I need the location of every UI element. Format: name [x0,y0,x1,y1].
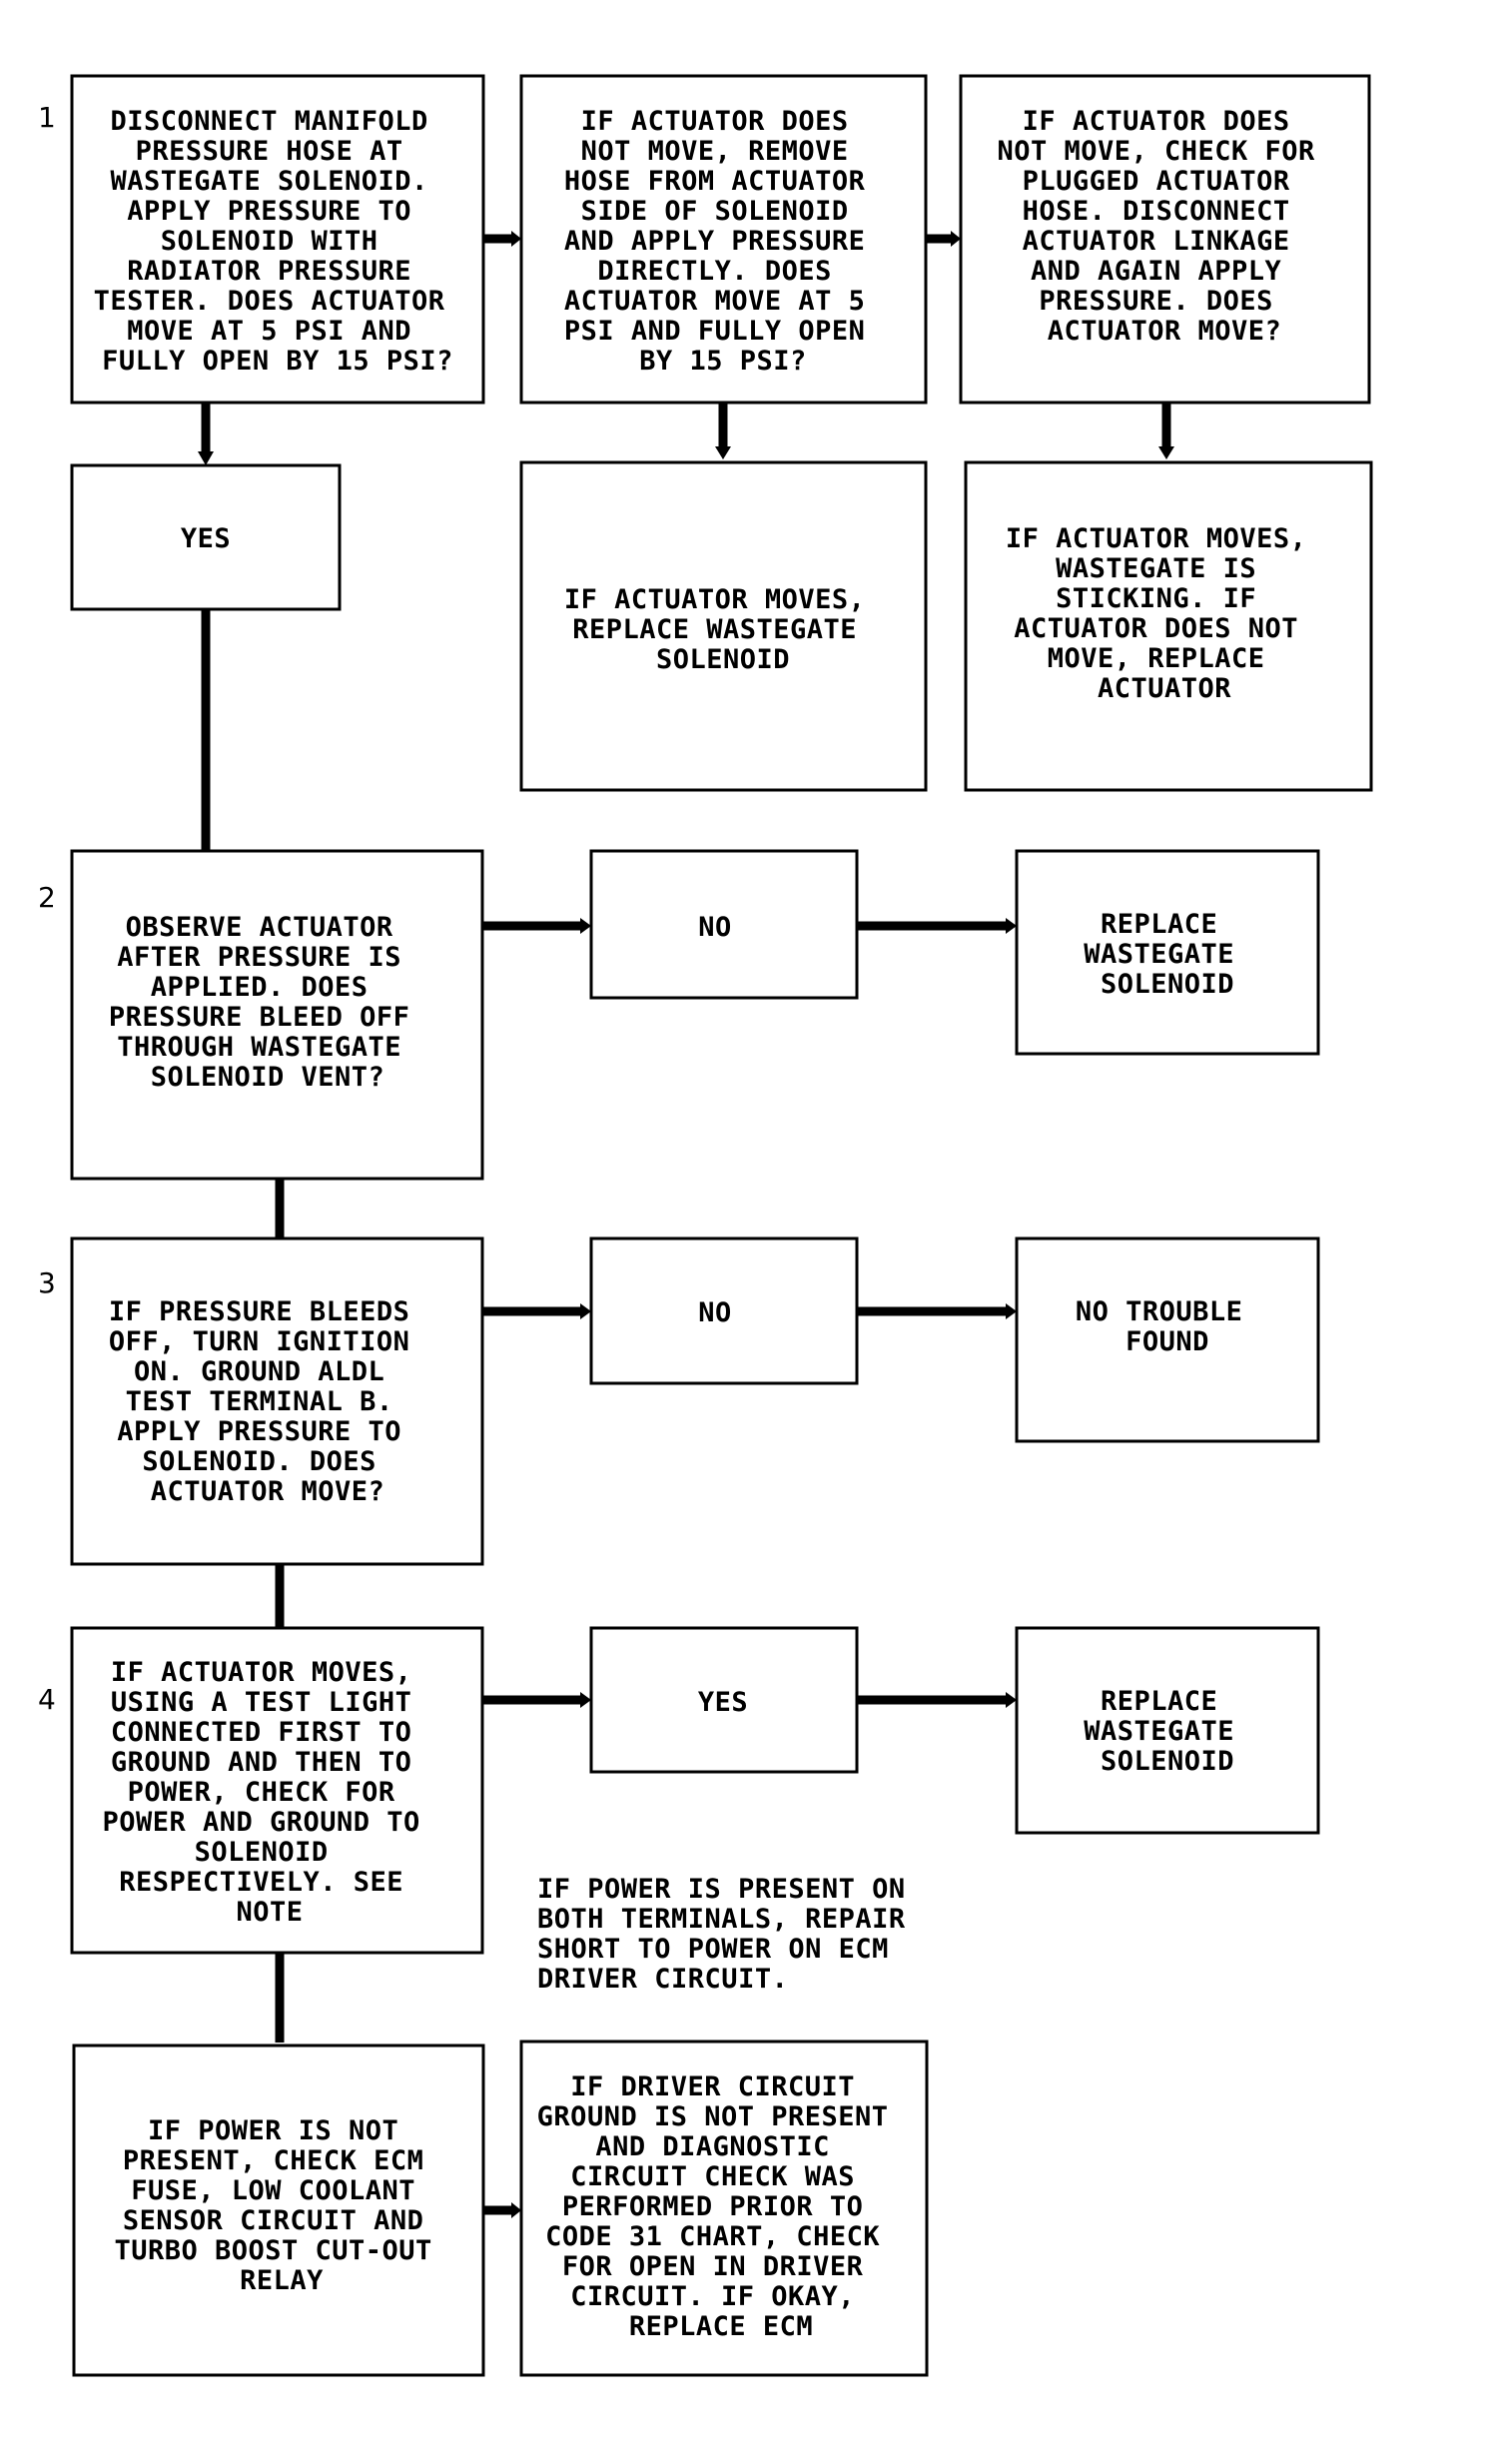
step4-yes-box: YES [589,1626,859,1774]
step5-right-box: IF DRIVER CIRCUIT GROUND IS NOT PRESENT … [519,2040,929,2377]
svg-text:OBSERVE ACTUATOR AFTER P: OBSERVE ACTUATOR AFTER PRESSURE IS APPLI… [109,912,426,1093]
svg-text:IF PRESSURE BLEEDS OFF,: IF PRESSURE BLEEDS OFF, TURN IGNITION ON… [109,1296,426,1507]
step4-note: IF POWER IS PRESENT ON BOTH TERMINALS, R… [537,1874,922,1995]
step1-yes-box: YES [70,463,342,611]
svg-text:NO TROUBLE FOUND: NO TROUBLE FOUND [1076,1296,1259,1357]
step1-main-box: DISCONNECT MANIFOLD PRESSURE HOSE AT WAS… [70,74,485,405]
svg-text:YES: YES [181,523,231,554]
svg-text:IF ACTUATOR MOVES, WASTE: IF ACTUATOR MOVES, WASTEGATE IS STICKING… [1006,523,1323,704]
step5-main-box: IF POWER IS NOT PRESENT, CHECK ECM FUSE,… [72,2044,485,2377]
svg-text:IF ACTUATOR MOVES, REPLA: IF ACTUATOR MOVES, REPLACE WASTEGATE SOL… [564,584,882,675]
svg-text:YES: YES [698,1687,748,1718]
step1-mid-result-box: IF ACTUATOR MOVES, REPLACE WASTEGATE SOL… [519,460,928,792]
svg-text:REPLACE WASTEGATE: REPLACE WASTEGATE SOLENOID [1084,909,1251,1000]
step2-result-box: REPLACE WASTEGATE SOLENOID [1015,849,1320,1056]
step1-right-result-box: IF ACTUATOR MOVES, WASTEGATE IS STICKING… [964,460,1373,792]
svg-text:IF ACTUATOR DOES NOT MOV: IF ACTUATOR DOES NOT MOVE, REMOVE HOSE F… [564,106,882,377]
step2-main-box: OBSERVE ACTUATOR AFTER PRESSURE IS APPLI… [70,849,484,1181]
step1-right-box: IF ACTUATOR DOES NOT MOVE, CHECK FOR PLU… [959,74,1371,405]
step3-no-box: NO [589,1236,859,1385]
step-number-2: 2 [38,881,56,914]
step1-mid-box: IF ACTUATOR DOES NOT MOVE, REMOVE HOSE F… [519,74,928,405]
step-number-4: 4 [38,1683,56,1716]
svg-text:DISCONNECT MANIFOLD PRES: DISCONNECT MANIFOLD PRESSURE HOSE AT WAS… [94,106,462,377]
step-number-3: 3 [38,1266,56,1299]
svg-text:IF POWER IS NOT PRESENT,: IF POWER IS NOT PRESENT, CHECK ECM FUSE,… [114,2115,448,2296]
step-number-1: 1 [38,101,56,134]
step4-main-box: IF ACTUATOR MOVES, USING A TEST LIGHT CO… [70,1626,484,1955]
svg-text:NO: NO [698,912,732,943]
svg-text:REPLACE WASTEGATE: REPLACE WASTEGATE SOLENOID [1084,1686,1251,1777]
step2-no-box: NO [589,849,859,1000]
step4-result-box: REPLACE WASTEGATE SOLENOID [1015,1626,1320,1835]
step3-result-box: NO TROUBLE FOUND [1015,1236,1320,1443]
svg-text:IF POWER IS PRESENT ON B: IF POWER IS PRESENT ON BOTH TERMINALS, R… [537,1874,922,1995]
svg-text:NO: NO [698,1297,732,1328]
connectors [198,231,1174,2218]
svg-text:IF DRIVER CIRCUIT GROUND: IF DRIVER CIRCUIT GROUND IS NOT PRESENT … [537,2071,906,2342]
svg-text:IF ACTUATOR MOVES, USING: IF ACTUATOR MOVES, USING A TEST LIGHT CO… [102,1657,436,1928]
svg-text:IF ACTUATOR DOES NOT MOV: IF ACTUATOR DOES NOT MOVE, CHECK FOR PLU… [997,106,1331,347]
step3-main-box: IF PRESSURE BLEEDS OFF, TURN IGNITION ON… [70,1236,484,1566]
